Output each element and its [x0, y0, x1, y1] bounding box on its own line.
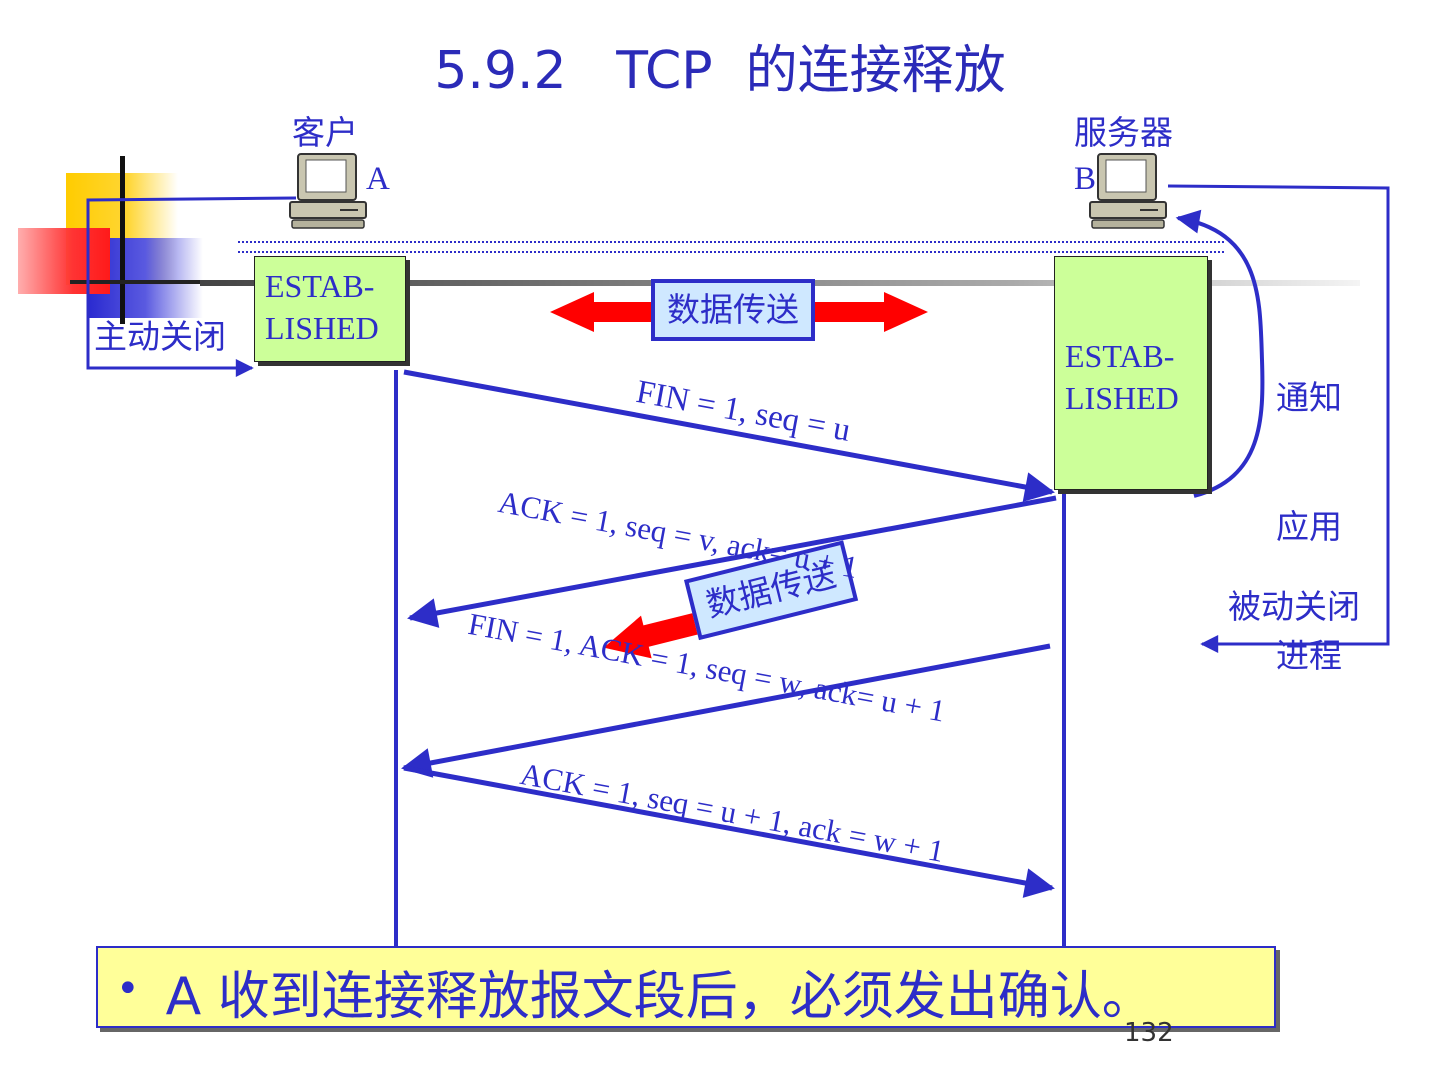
notify-line2: 应用: [1276, 507, 1342, 546]
server-label: 服务器: [1074, 113, 1173, 152]
page-title: 5.9.2 TCP 的连接释放: [434, 41, 1006, 101]
note-text: A 收到连接释放报文段后，必须发出确认。: [165, 967, 1154, 1027]
server-state-line1: ESTAB-: [1065, 338, 1175, 374]
client-state-box: ESTAB- LISHED: [254, 256, 406, 362]
notify-app-arrow: [1175, 209, 1265, 498]
client-computer-icon: [289, 153, 367, 229]
server-state-line2: LISHED: [1065, 380, 1179, 416]
notify-line1: 通知: [1276, 378, 1342, 417]
note-box: • A 收到连接释放报文段后，必须发出确认。: [96, 946, 1276, 1028]
passive-close-arrow: [1167, 184, 1390, 653]
cross-vertical: [120, 156, 125, 324]
cross-horizontal: [70, 280, 220, 284]
ack2-arrow: [403, 765, 1055, 898]
ack1-arrow: [407, 495, 1057, 628]
server-computer-icon: [1089, 153, 1167, 229]
data-transfer-left-arrow: [603, 606, 723, 659]
server-host-label: B: [1074, 161, 1097, 197]
bullet-symbol: •: [116, 966, 140, 1012]
notify-line3: 进程: [1276, 636, 1342, 675]
fin2-arrow: [401, 643, 1051, 778]
data-transfer-box: 数据传送: [651, 279, 815, 341]
active-close-arrow: [86, 196, 297, 377]
fin1-arrow: [403, 369, 1055, 502]
passive-close-label: 被动关闭: [1228, 587, 1360, 626]
client-state-line2: LISHED: [265, 310, 379, 346]
client-state-line1: ESTAB-: [265, 268, 375, 304]
corner-decoration: [18, 156, 220, 324]
server-state-box: ESTAB- LISHED: [1054, 256, 1208, 490]
active-close-label: 主动关闭: [94, 317, 226, 356]
page-number: 132: [1124, 1018, 1174, 1048]
note-text-row: • A 收到连接释放报文段后，必须发出确认。: [116, 954, 1154, 1029]
notify-app-label: 通知 应用 进程: [1276, 290, 1342, 763]
client-host-label: A: [366, 161, 390, 197]
client-label: 客户: [292, 113, 358, 152]
